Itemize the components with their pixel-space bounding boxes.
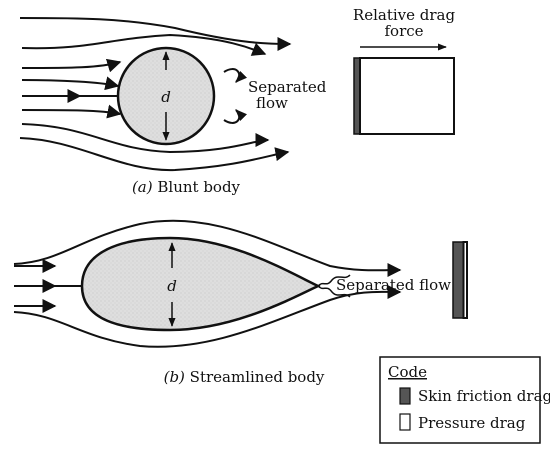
- skin-friction-segment: [452, 241, 465, 319]
- pressure-segment: [359, 57, 455, 135]
- streamlined-drag-bar: [452, 241, 468, 319]
- streamline: [21, 123, 270, 154]
- eddy-arrow: [223, 68, 248, 83]
- streamline: [21, 76, 120, 91]
- diameter-label: d: [167, 277, 177, 295]
- streamline: [21, 58, 122, 73]
- wake-line: [317, 285, 351, 298]
- relative-drag-label: force: [384, 22, 423, 40]
- streamline: [21, 104, 122, 119]
- legend-label-skin-friction: Skin friction drag: [418, 387, 550, 405]
- caption-letter: (a): [132, 178, 153, 196]
- streamlined-body: [80, 236, 321, 332]
- blunt-body-section: d Separated flow (a) Blunt body: [19, 17, 327, 196]
- streamline: [19, 137, 290, 172]
- diameter-label: d: [161, 88, 171, 106]
- caption-blunt: (a) Blunt body: [132, 178, 241, 196]
- caption-streamlined: (b) Streamlined body: [164, 368, 325, 386]
- separated-flow-label: Separated flow: [336, 276, 451, 294]
- relative-drag-title: Relative drag force: [353, 6, 456, 51]
- legend-swatch-skin-friction: [399, 387, 411, 405]
- legend-swatch-pressure: [399, 413, 411, 431]
- relative-drag-label: Relative drag: [353, 6, 456, 24]
- pressure-segment: [462, 241, 468, 319]
- eddy-arrow: [223, 109, 248, 124]
- legend-title: Code: [388, 363, 427, 381]
- blunt-drag-bar: [353, 57, 455, 135]
- streamlined-body-section: d Separated flow (b) Streamlined body: [13, 219, 451, 386]
- separated-flow-label: flow: [256, 94, 288, 112]
- wake-line: [317, 274, 351, 287]
- caption-letter: (b): [164, 368, 185, 386]
- streamline: [13, 284, 402, 348]
- caption-text: Streamlined body: [185, 368, 325, 386]
- streamline: [19, 17, 292, 51]
- legend: Code Skin friction drag Pressure drag: [379, 356, 550, 444]
- streamline: [21, 33, 267, 56]
- separated-flow-label: Separated: [248, 78, 327, 96]
- cylinder-body: [116, 46, 216, 146]
- caption-text: Blunt body: [153, 178, 241, 196]
- streamline: [13, 219, 402, 278]
- legend-label-pressure: Pressure drag: [418, 414, 526, 432]
